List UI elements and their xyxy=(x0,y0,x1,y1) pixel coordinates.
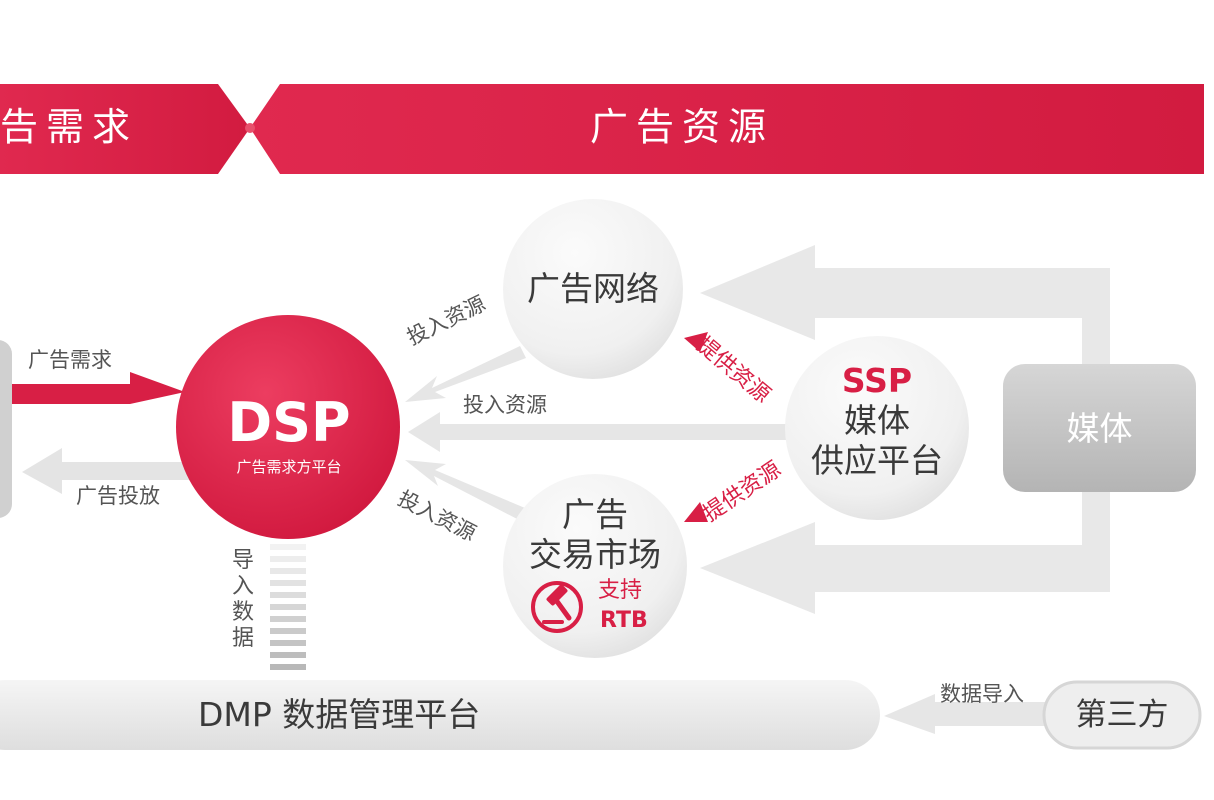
ad-delivery-arrow xyxy=(22,448,190,494)
ad-network-circle xyxy=(503,199,683,379)
dmp-bar xyxy=(0,680,880,750)
ad-demand-arrow xyxy=(0,372,185,404)
dsp-circle xyxy=(176,315,400,539)
ad-network-label: 广告网络 xyxy=(527,269,659,308)
third-party-to-dmp-arrow xyxy=(884,694,1046,734)
media-to-exchange-arrow xyxy=(700,492,1110,614)
banner-right-label: 广告资源 xyxy=(590,105,775,149)
banner-left-label: 告需求 xyxy=(0,105,139,149)
edge-ad-delivery: 广告投放 xyxy=(76,484,160,508)
media-to-network-arrow xyxy=(700,245,1110,370)
edge-import-data: 导入数据 xyxy=(232,548,255,651)
ssp-to-dsp-arrow xyxy=(408,412,790,452)
gavel-icon xyxy=(531,581,583,633)
dsp-subtitle: 广告需求方平台 xyxy=(236,458,342,476)
ssp-title: SSP xyxy=(841,361,913,400)
third-party-pill xyxy=(1042,680,1202,750)
provide-lower-arrowhead xyxy=(684,502,708,522)
rtb-support-line1: 支持 xyxy=(598,578,643,603)
ad-exchange-label-line2: 交易市场 xyxy=(529,535,661,574)
ad-exchange-circle xyxy=(503,474,687,658)
ssp-label-line1: 媒体 xyxy=(844,401,910,440)
ssp-label-line2: 供应平台 xyxy=(811,441,943,480)
dsp-title: DSP xyxy=(227,391,351,454)
media-label: 媒体 xyxy=(1066,409,1133,448)
banner-right xyxy=(250,84,1204,174)
edge-ad-demand: 广告需求 xyxy=(28,348,112,372)
edge-data-import: 数据导入 xyxy=(940,682,1024,706)
media-box xyxy=(1003,364,1196,492)
ssp-circle xyxy=(785,336,969,520)
ad-exchange-label-line1: 广告 xyxy=(562,495,628,534)
banner-joint xyxy=(245,123,255,133)
dmp-label: DMP 数据管理平台 xyxy=(198,695,481,734)
network-to-dsp-arrow xyxy=(405,346,526,402)
provide-upper-arrowhead xyxy=(684,332,708,352)
advertiser-box-cropped xyxy=(0,340,12,518)
banner-left xyxy=(0,84,250,174)
third-party-label: 第三方 xyxy=(1075,697,1169,733)
exchange-to-dsp-arrow xyxy=(405,460,525,520)
edge-invest-middle: 投入资源 xyxy=(463,393,547,417)
rtb-support-line2: RTB xyxy=(600,608,648,633)
import-data-stripes xyxy=(270,544,306,670)
